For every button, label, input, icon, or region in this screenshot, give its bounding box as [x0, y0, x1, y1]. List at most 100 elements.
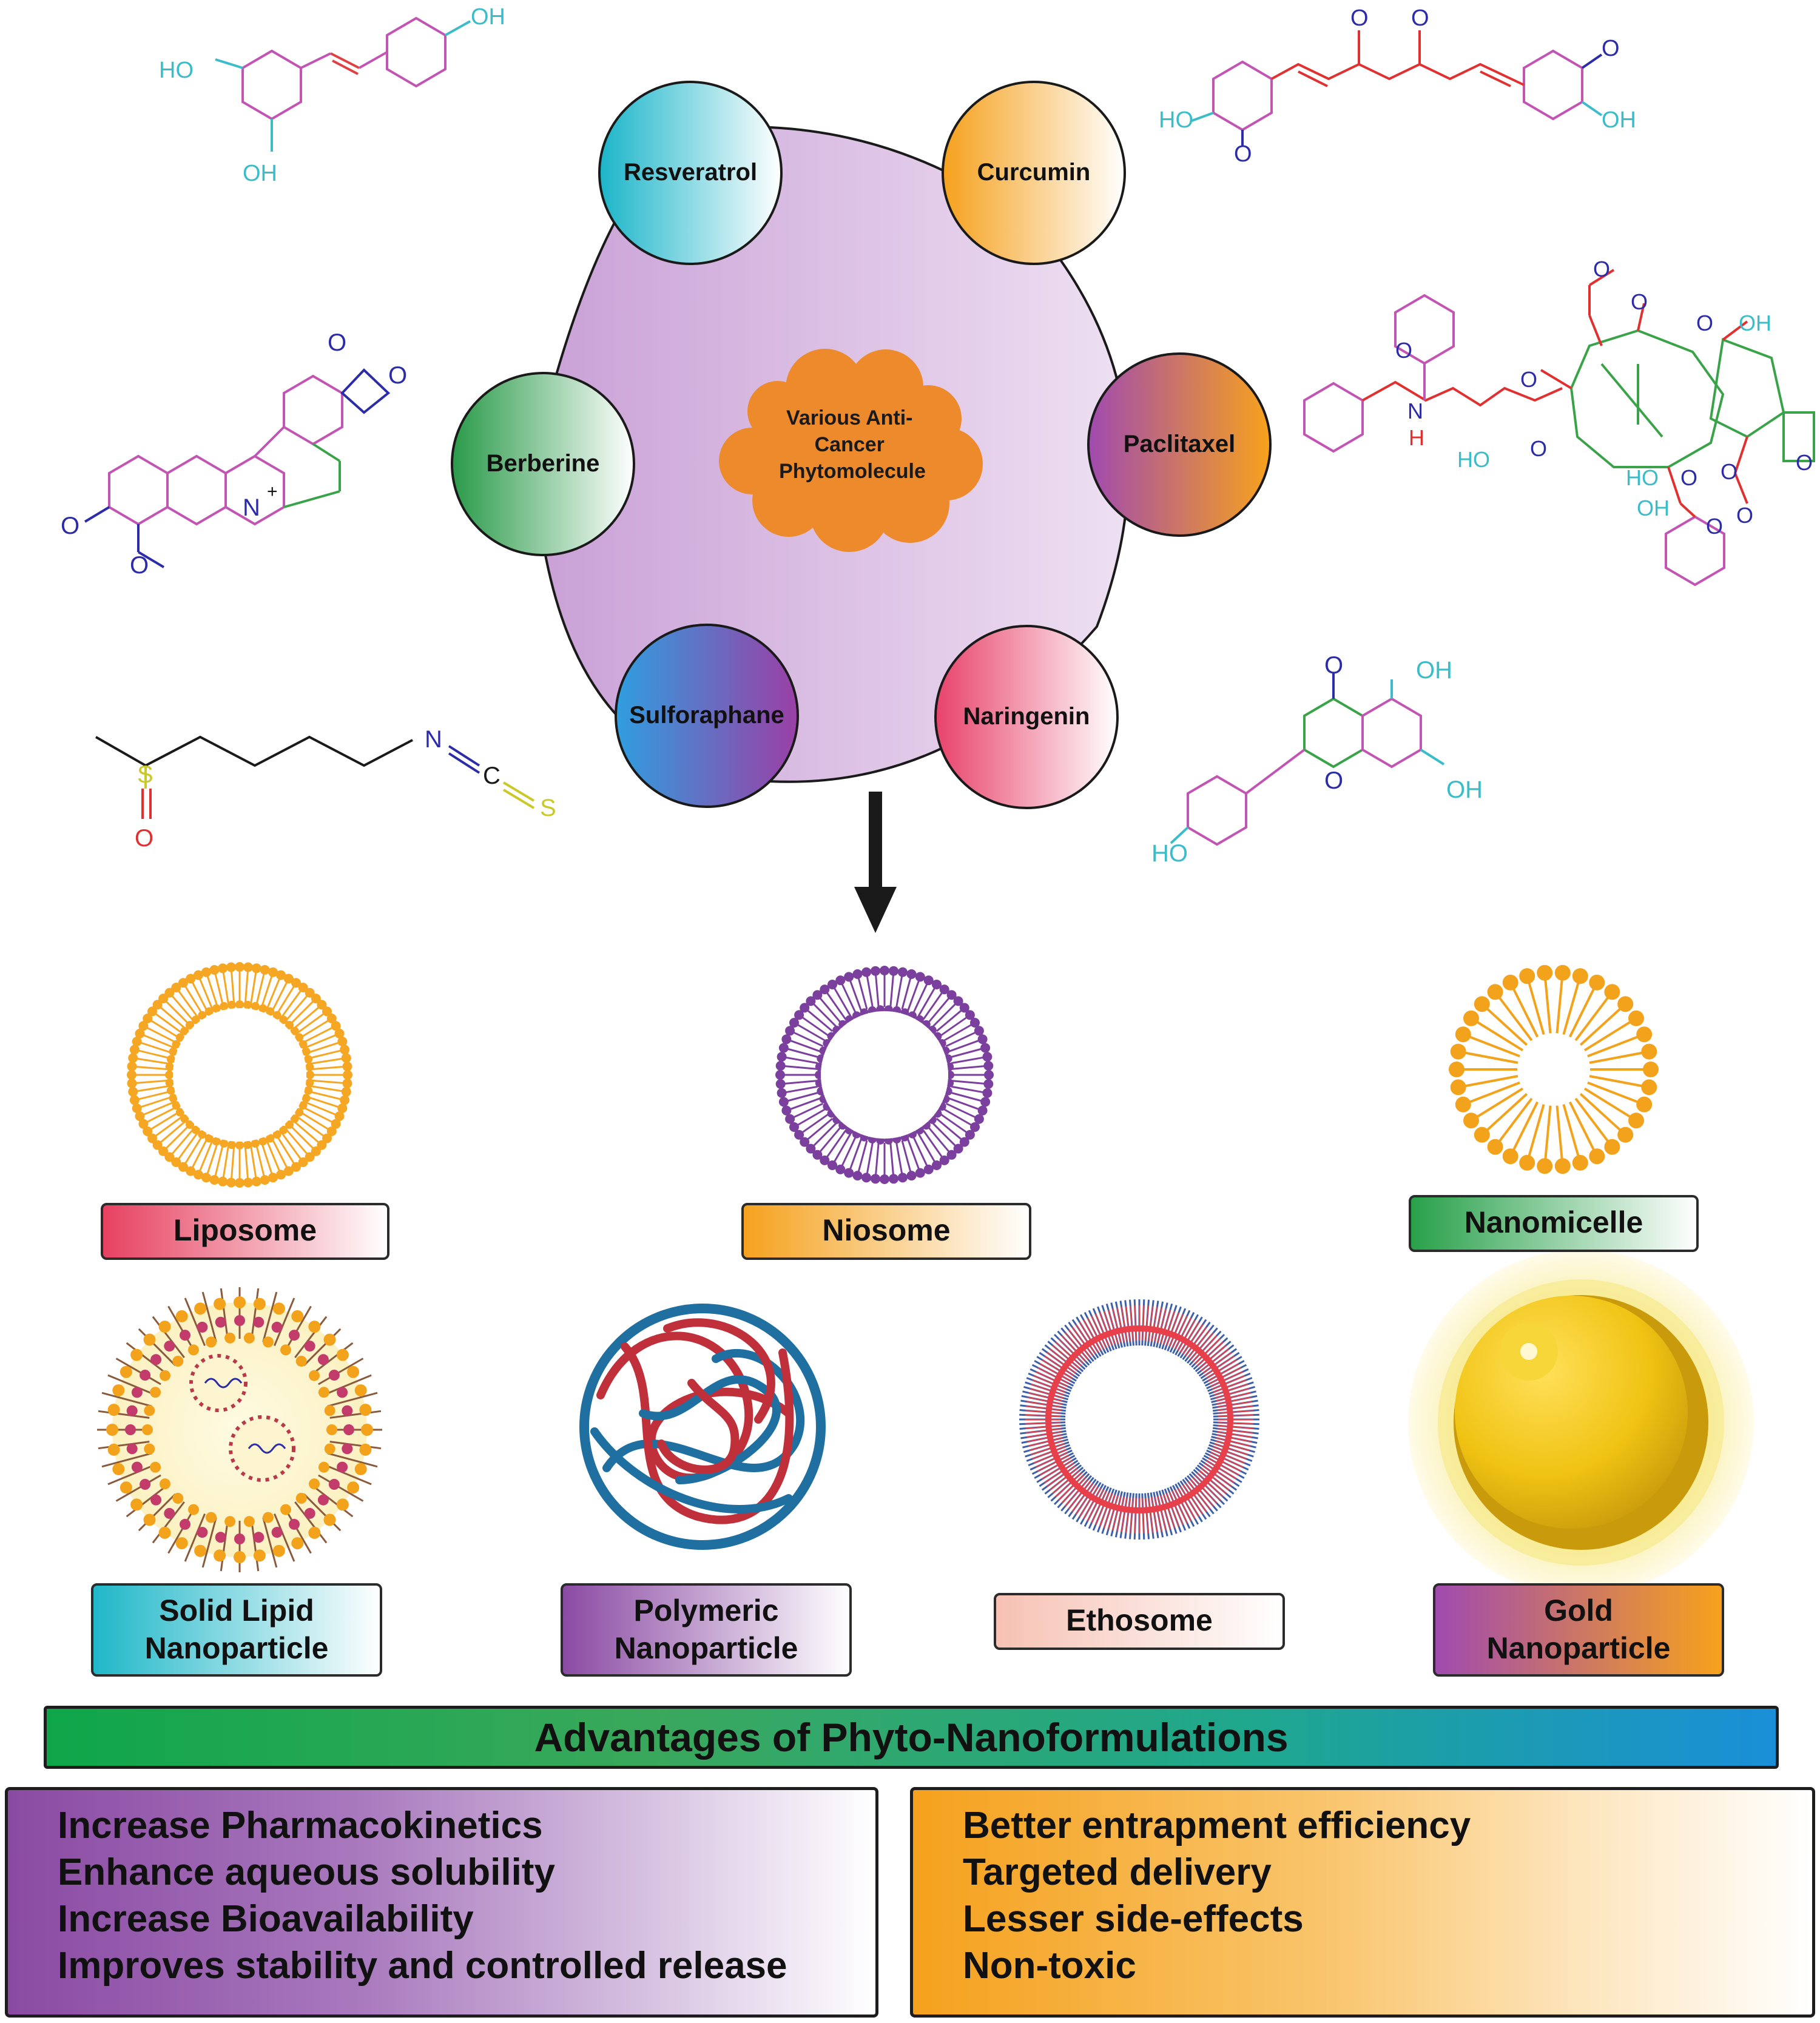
ethosome-tail — [1025, 1410, 1061, 1414]
ethosome-tail — [1196, 1472, 1224, 1498]
ethosome-tail — [1134, 1305, 1137, 1341]
surfactant-tail — [889, 974, 894, 1008]
lipid-tail — [266, 978, 281, 1009]
lipid-tail — [160, 1006, 186, 1029]
micelle-head — [1628, 1112, 1644, 1129]
sln-tail — [329, 1410, 382, 1419]
micelle-tail — [1512, 987, 1539, 1038]
surfactant-tail — [819, 1126, 842, 1153]
lipid-head — [295, 1108, 304, 1117]
sln-tail — [327, 1392, 378, 1407]
lipid-tail — [191, 981, 208, 1012]
ethosome-tail — [1187, 1329, 1211, 1358]
ethosome-tail — [1035, 1452, 1068, 1468]
surfactant-tail — [901, 977, 912, 1010]
sln-head — [234, 1296, 246, 1308]
svg-text:H: H — [1409, 425, 1424, 450]
surfactant-head — [970, 1122, 980, 1132]
lipid-head — [209, 1175, 220, 1185]
surfactant-head — [923, 975, 934, 986]
ethosome-tail — [1212, 1375, 1245, 1390]
lipid-head — [285, 1021, 294, 1029]
micelle-tail — [1589, 1075, 1643, 1088]
ethosome-tail — [1027, 1396, 1062, 1405]
lipid-tail — [165, 1000, 190, 1025]
sln-head — [271, 1321, 283, 1333]
micelle-head — [1572, 1154, 1588, 1171]
lipid-head — [204, 1134, 214, 1143]
sln-tail — [167, 1508, 195, 1554]
ethosome-tail — [1068, 1481, 1091, 1510]
ethosome-tail — [1207, 1363, 1239, 1382]
lipid-tail — [271, 981, 288, 1012]
lipid-head — [334, 1111, 345, 1122]
surfactant-tail — [949, 1091, 982, 1102]
surfactant-head — [777, 1052, 787, 1062]
svg-text:O: O — [1350, 5, 1369, 31]
ethosome-tail — [1058, 1475, 1084, 1501]
nanomicelle-illustration — [1449, 964, 1659, 1174]
micelle-tail — [1574, 996, 1609, 1042]
surfactant-tail — [943, 1023, 972, 1042]
sln-head — [224, 1516, 236, 1527]
lipid-tail — [138, 1091, 170, 1100]
lipid-head — [175, 1033, 184, 1042]
lipid-tail — [271, 1138, 288, 1168]
micelle-tail — [1587, 1035, 1639, 1058]
lipid-tail — [135, 1079, 169, 1084]
lipid-head — [178, 1162, 188, 1172]
surfactant-tail — [841, 983, 857, 1014]
micelle-head — [1455, 1096, 1471, 1112]
sln-head — [120, 1481, 132, 1494]
ethosome-tail — [1025, 1422, 1061, 1425]
advantage-item: Targeted delivery — [963, 1851, 1272, 1893]
micelle-head — [1463, 1112, 1479, 1129]
surfactant-head — [844, 1168, 854, 1178]
svg-text:N: N — [243, 494, 260, 521]
surfactant-head — [794, 1129, 804, 1140]
surfactant-tail — [948, 1039, 980, 1053]
lipid-head — [326, 1014, 337, 1023]
sln-head — [143, 1333, 156, 1346]
lipid-tail — [191, 1138, 208, 1168]
micelle-head — [1502, 974, 1518, 991]
advantage-item: Enhance aqueous solubility — [58, 1851, 555, 1893]
lipid-tail — [293, 1120, 320, 1143]
ethosome-tail — [1099, 1493, 1113, 1527]
micelle-tail — [1544, 1105, 1552, 1160]
sln-tail — [152, 1316, 185, 1358]
surfactant-tail — [787, 1091, 820, 1102]
lipid-head — [235, 962, 244, 972]
ethosome-tail — [1116, 1496, 1125, 1532]
ethosome-tail — [1204, 1463, 1235, 1484]
ethosome-tail — [1209, 1455, 1241, 1472]
micelle-head — [1641, 1079, 1657, 1096]
svg-text:O: O — [1696, 311, 1713, 335]
ethosome-tail — [1087, 1318, 1104, 1350]
sln-tail — [167, 1305, 195, 1351]
sln-tail — [152, 1501, 185, 1544]
surfactant-head — [983, 1061, 994, 1071]
phytomolecule-label: Paclitaxel — [1124, 431, 1236, 457]
sln-head — [158, 1526, 171, 1539]
lipid-head — [305, 1079, 314, 1087]
ethosome-tail — [1190, 1479, 1214, 1507]
phytomolecule-label: Sulforaphane — [629, 702, 784, 729]
lipid-tail — [289, 1000, 314, 1025]
surfactant-tail — [939, 1112, 968, 1134]
sln-head — [253, 1549, 266, 1562]
label-liposome: Liposome — [101, 1203, 389, 1260]
lipid-head — [132, 1103, 142, 1113]
sln-head — [107, 1443, 120, 1456]
sln-head — [194, 1302, 207, 1315]
sln-tail — [311, 1484, 354, 1518]
sln-tail — [115, 1358, 161, 1385]
micelle-head — [1487, 984, 1503, 1000]
curcumin-structure — [1190, 30, 1603, 146]
lipid-tail — [171, 995, 194, 1022]
surfactant-tail — [849, 1138, 863, 1170]
lipid-head — [337, 1037, 348, 1046]
surfactant-tail — [927, 1126, 950, 1153]
